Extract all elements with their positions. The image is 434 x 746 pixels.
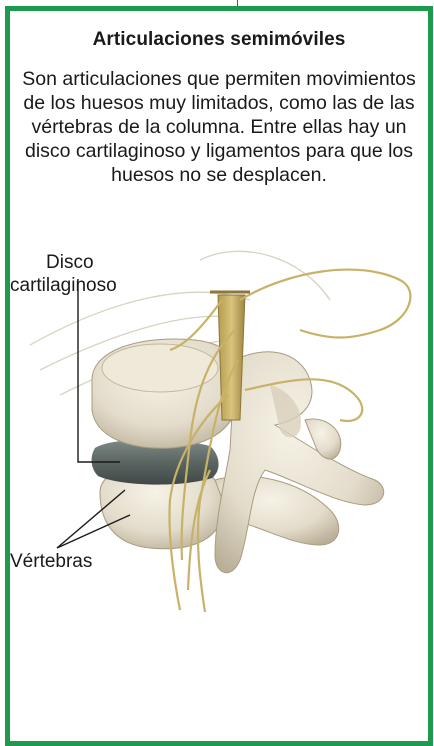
vertebras-label: Vértebras [10,550,92,573]
disco-cartilaginoso-label: Disco cartilaginoso [10,251,117,297]
disco-label-line2: cartilaginoso [10,274,117,297]
disco-label-line1: Disco [10,251,117,274]
